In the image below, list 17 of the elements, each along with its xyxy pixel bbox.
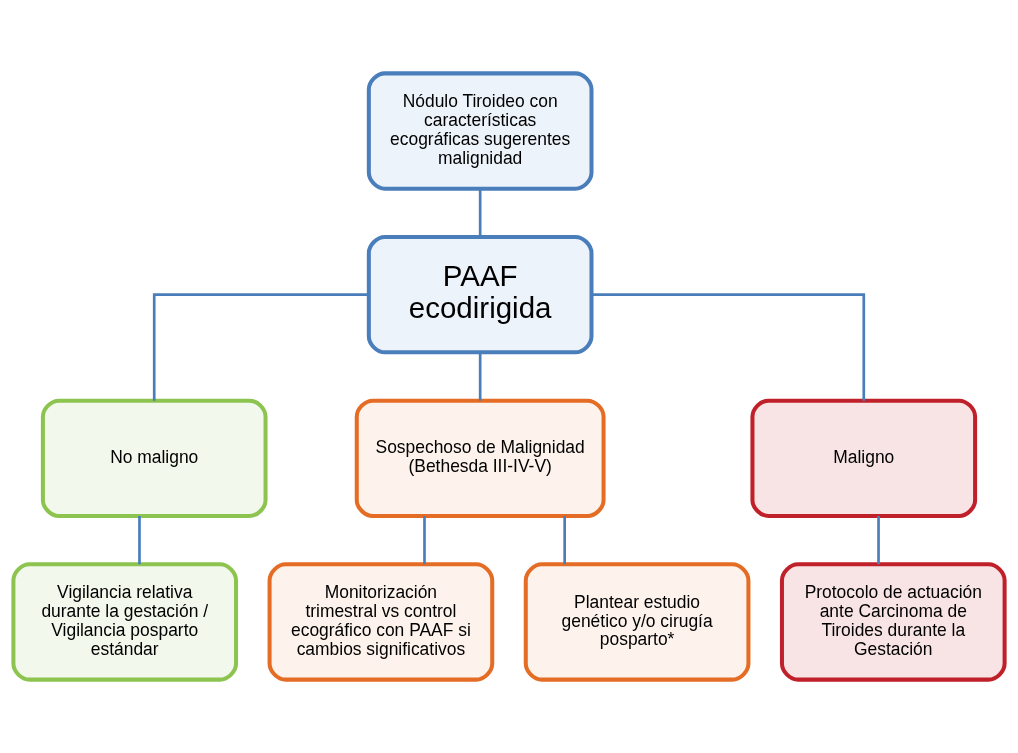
connector — [478, 188, 482, 237]
connector — [423, 516, 426, 565]
connector — [478, 352, 482, 401]
node-box: No maligno — [40, 398, 268, 518]
node-box: Plantear estudio genético y/o cirugía posparto* — [523, 562, 751, 682]
connector — [152, 293, 369, 401]
node-box: Nódulo Tiroideo con características ecográficas sugerentes malignidad — [366, 71, 594, 191]
connector — [591, 293, 866, 401]
node-box: Maligno — [750, 398, 978, 518]
node-box: PAAF ecodirigida — [366, 235, 594, 355]
connector — [563, 516, 566, 565]
node-box: Sospechoso de Malignidad (Bethesda III-IV-V) — [354, 398, 606, 518]
connector — [138, 516, 141, 565]
node-box: Protocolo de actuación ante Carcinoma de Tiroides durante la Gestación — [779, 562, 1007, 682]
node-box: Monitorización trimestral vs control ecográfico con PAAF si cambios significativos — [267, 562, 495, 682]
connector — [877, 516, 880, 565]
node-box: Vigilancia relativa durante la gestación / Vigilancia posparto estándar — [11, 562, 239, 682]
